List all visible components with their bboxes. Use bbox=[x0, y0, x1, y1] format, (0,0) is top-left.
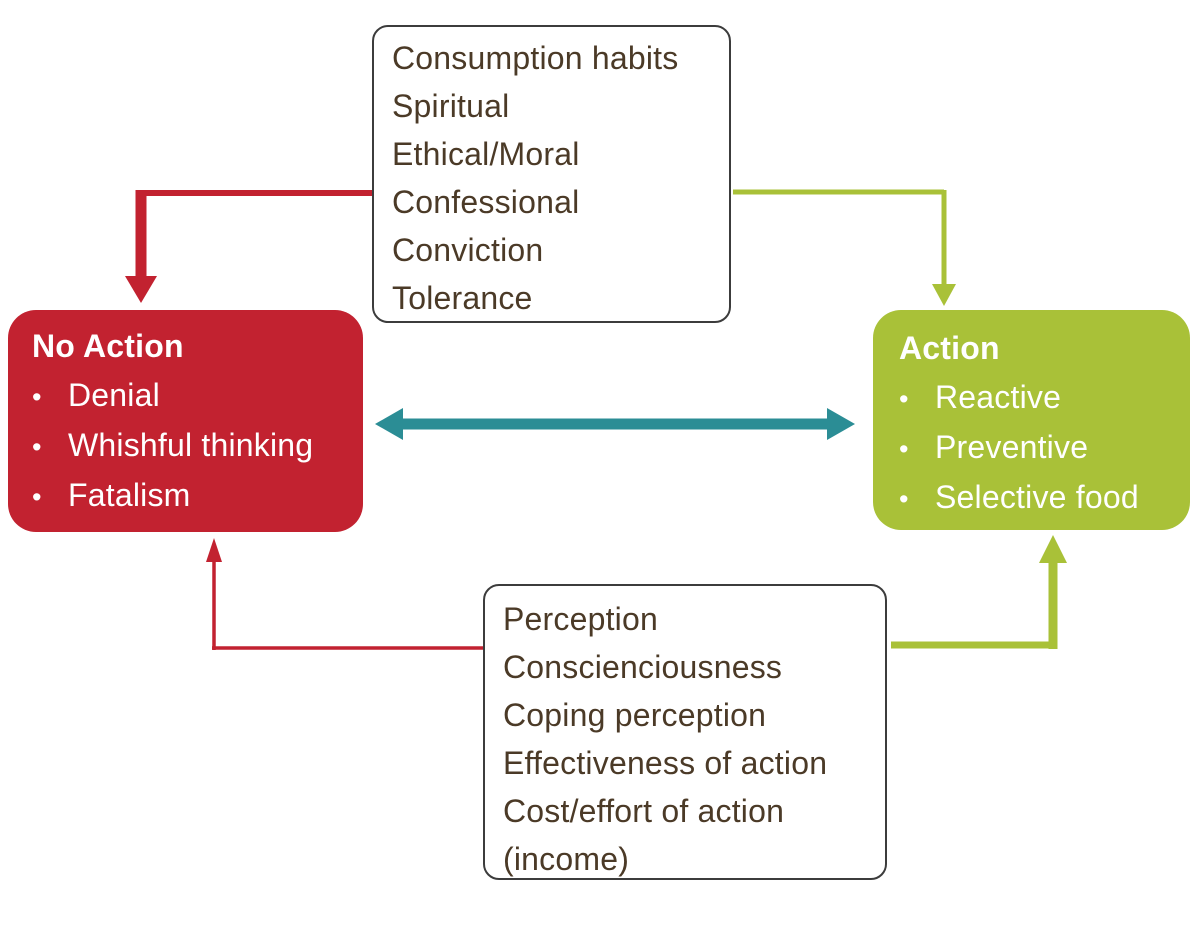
action-title: Action bbox=[899, 330, 1000, 366]
beliefs-factors-box: Consumption habits Spiritual Ethical/Mor… bbox=[372, 25, 731, 323]
action-item-label: Preventive bbox=[935, 429, 1089, 465]
arrow-no-action-action-bidirectional bbox=[375, 408, 855, 440]
factor-item: Ethical/Moral bbox=[392, 136, 580, 172]
arrowhead-right bbox=[827, 408, 855, 440]
action-item-label: Reactive bbox=[935, 379, 1062, 415]
no-action-item-label: Fatalism bbox=[68, 477, 191, 513]
arrow-top-to-action bbox=[733, 189, 956, 306]
factor-item: Conviction bbox=[392, 232, 544, 268]
no-action-item-label: Whishful thinking bbox=[68, 427, 314, 463]
factor-item: Coping perception bbox=[503, 697, 767, 733]
bullet-icon bbox=[32, 471, 68, 521]
no-action-item: Whishful thinking bbox=[32, 421, 353, 471]
no-action-box: No Action Denial Whishful thinking Fatal… bbox=[8, 310, 363, 532]
arrowhead bbox=[932, 284, 956, 306]
no-action-item: Fatalism bbox=[32, 471, 353, 521]
factor-item: Effectiveness of action bbox=[503, 745, 828, 781]
arrow-bottom-to-no-action bbox=[206, 538, 483, 650]
bullet-icon bbox=[899, 373, 935, 423]
arrow-top-to-no-action bbox=[125, 190, 372, 303]
factor-item: Cost/effort of action (income) bbox=[503, 793, 785, 877]
arrow-bottom-to-action bbox=[891, 535, 1067, 649]
perception-factors-box: Perception Conscienciousness Coping perc… bbox=[483, 584, 887, 880]
arrowhead bbox=[1039, 535, 1067, 563]
no-action-item-label: Denial bbox=[68, 377, 160, 413]
bullet-icon bbox=[899, 423, 935, 473]
arrowhead bbox=[206, 538, 222, 562]
bullet-icon bbox=[32, 371, 68, 421]
factor-item: Tolerance bbox=[392, 280, 533, 316]
bullet-icon bbox=[32, 421, 68, 471]
no-action-title: No Action bbox=[32, 328, 184, 364]
factor-item: Spiritual bbox=[392, 88, 510, 124]
factor-item: Conscienciousness bbox=[503, 649, 783, 685]
action-item-label: Selective food bbox=[935, 479, 1139, 515]
factor-item: Confessional bbox=[392, 184, 580, 220]
arrowhead-left bbox=[375, 408, 403, 440]
action-item: Selective food bbox=[899, 473, 1180, 523]
factor-item: Consumption habits bbox=[392, 40, 679, 76]
action-box: Action Reactive Preventive Selective foo… bbox=[873, 310, 1190, 530]
factor-item: Perception bbox=[503, 601, 658, 637]
bullet-icon bbox=[899, 473, 935, 523]
arrowhead bbox=[125, 276, 157, 303]
action-item: Reactive bbox=[899, 373, 1180, 423]
no-action-item: Denial bbox=[32, 371, 353, 421]
action-item: Preventive bbox=[899, 423, 1180, 473]
